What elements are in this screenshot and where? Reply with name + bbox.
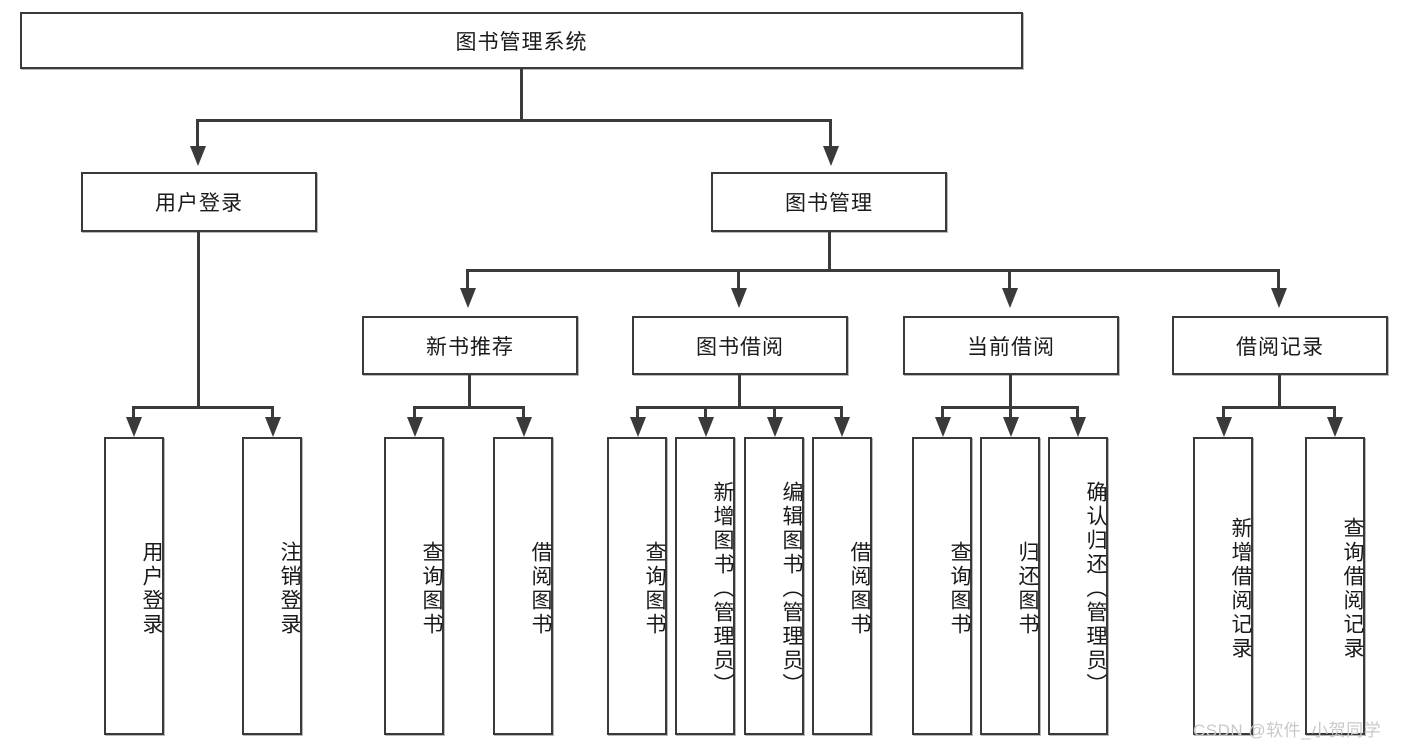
node-label: 编辑图书（管理员） xyxy=(780,481,803,697)
node-label: 注销登录 xyxy=(278,541,301,637)
connector-to-book-borrow xyxy=(737,269,740,289)
connector-new-book-bus xyxy=(413,406,525,409)
arrowhead-book-management xyxy=(823,146,839,166)
node-book-borrow[interactable]: 图书借阅 xyxy=(632,316,848,375)
node-current-borrow[interactable]: 当前借阅 xyxy=(903,316,1119,375)
arrowhead-leaf-query-record xyxy=(1327,417,1343,437)
node-book-management[interactable]: 图书管理 xyxy=(711,172,947,232)
leaf-query-borrow-record[interactable]: 查询借阅记录 xyxy=(1305,437,1365,735)
node-label: 查询图书 xyxy=(420,541,443,637)
arrowhead-leaf-return-book xyxy=(1003,417,1019,437)
node-label: 当前借阅 xyxy=(967,335,1055,359)
connector-new-book-leaf2 xyxy=(522,406,525,418)
arrowhead-borrow-record xyxy=(1271,288,1287,308)
connector-new-book-stem xyxy=(468,375,471,408)
connector-to-borrow-record xyxy=(1277,269,1280,289)
connector-book-borrow-leaf3 xyxy=(773,406,776,418)
connector-root-stem xyxy=(520,69,523,121)
arrowhead-leaf-query-book-2 xyxy=(630,417,646,437)
leaf-borrow-book[interactable]: 借阅图书 xyxy=(812,437,872,735)
leaf-add-book-admin[interactable]: 新增图书（管理员） xyxy=(675,437,735,735)
connector-user-login-bus xyxy=(132,406,274,409)
node-label: 借阅图书 xyxy=(529,541,552,637)
connector-to-current-borrow xyxy=(1008,269,1011,289)
node-label: 图书借阅 xyxy=(696,335,784,359)
connector-level3-bus xyxy=(466,269,1278,272)
arrowhead-current-borrow xyxy=(1002,288,1018,308)
leaf-edit-book-admin[interactable]: 编辑图书（管理员） xyxy=(744,437,804,735)
leaf-return-book[interactable]: 归还图书 xyxy=(980,437,1040,735)
leaf-borrow-book-recommend[interactable]: 借阅图书 xyxy=(493,437,553,735)
node-new-book-recommend[interactable]: 新书推荐 xyxy=(362,316,578,375)
node-label: 查询图书 xyxy=(643,541,666,637)
arrowhead-leaf-borrow-book-1 xyxy=(516,417,532,437)
arrowhead-leaf-query-book-1 xyxy=(407,417,423,437)
connector-book-borrow-bus xyxy=(636,406,843,409)
arrowhead-leaf-add-record xyxy=(1216,417,1232,437)
connector-user-login-leaf1 xyxy=(132,406,135,418)
arrowhead-leaf-logout xyxy=(265,417,281,437)
connector-current-borrow-leaf3 xyxy=(1076,406,1079,418)
node-user-login[interactable]: 用户登录 xyxy=(81,172,317,232)
connector-new-book-leaf1 xyxy=(413,406,416,418)
connector-borrow-record-leaf1 xyxy=(1222,406,1225,418)
arrowhead-book-borrow xyxy=(731,288,747,308)
arrowhead-leaf-borrow-book-2 xyxy=(834,417,850,437)
leaf-query-book-borrow[interactable]: 查询图书 xyxy=(607,437,667,735)
connector-borrow-record-stem xyxy=(1278,375,1281,408)
node-label: 用户登录 xyxy=(155,192,243,215)
connector-to-new-book xyxy=(466,269,469,289)
connector-borrow-record-leaf2 xyxy=(1333,406,1336,418)
node-label: 查询图书 xyxy=(948,541,971,637)
leaf-confirm-return-admin[interactable]: 确认归还（管理员） xyxy=(1048,437,1108,735)
node-label: 借阅图书 xyxy=(848,541,871,637)
connector-book-borrow-leaf2 xyxy=(704,406,707,418)
arrowhead-leaf-add-book xyxy=(698,417,714,437)
node-borrow-record[interactable]: 借阅记录 xyxy=(1172,316,1388,375)
node-label: 图书管理系统 xyxy=(455,30,588,54)
arrowhead-leaf-edit-book xyxy=(767,417,783,437)
node-label: 新增图书（管理员） xyxy=(711,481,734,697)
connector-root-to-user-login xyxy=(196,119,199,147)
connector-current-borrow-stem xyxy=(1009,375,1012,408)
leaf-user-login[interactable]: 用户登录 xyxy=(104,437,164,735)
node-label: 图书管理 xyxy=(785,192,873,215)
connector-user-login-stem xyxy=(197,232,200,409)
connector-root-to-book-management xyxy=(829,119,832,147)
node-label: 查询借阅记录 xyxy=(1341,517,1364,661)
connector-book-borrow-leaf1 xyxy=(636,406,639,418)
leaf-query-book-recommend[interactable]: 查询图书 xyxy=(384,437,444,735)
connector-borrow-record-bus xyxy=(1222,406,1336,409)
connector-current-borrow-leaf2 xyxy=(1009,406,1012,418)
connector-user-login-leaf2 xyxy=(271,406,274,418)
connector-root-bus xyxy=(196,119,832,122)
arrowhead-new-book-recommend xyxy=(460,288,476,308)
node-label: 新增借阅记录 xyxy=(1229,517,1252,661)
node-label: 归还图书 xyxy=(1016,541,1039,637)
node-label: 用户登录 xyxy=(140,541,163,637)
arrowhead-leaf-user-login xyxy=(126,417,142,437)
leaf-logout[interactable]: 注销登录 xyxy=(242,437,302,735)
leaf-query-book-current[interactable]: 查询图书 xyxy=(912,437,972,735)
node-label: 确认归还（管理员） xyxy=(1084,481,1107,697)
arrowhead-user-login xyxy=(190,146,206,166)
arrowhead-leaf-query-book-3 xyxy=(935,417,951,437)
node-label: 新书推荐 xyxy=(426,335,514,359)
node-label: 借阅记录 xyxy=(1236,335,1324,359)
arrowhead-leaf-confirm-return xyxy=(1070,417,1086,437)
node-root-book-management-system[interactable]: 图书管理系统 xyxy=(20,12,1023,69)
connector-book-management-stem xyxy=(828,232,831,272)
connector-current-borrow-leaf1 xyxy=(941,406,944,418)
connector-book-borrow-leaf4 xyxy=(840,406,843,418)
connector-book-borrow-stem xyxy=(738,375,741,408)
leaf-add-borrow-record[interactable]: 新增借阅记录 xyxy=(1193,437,1253,735)
